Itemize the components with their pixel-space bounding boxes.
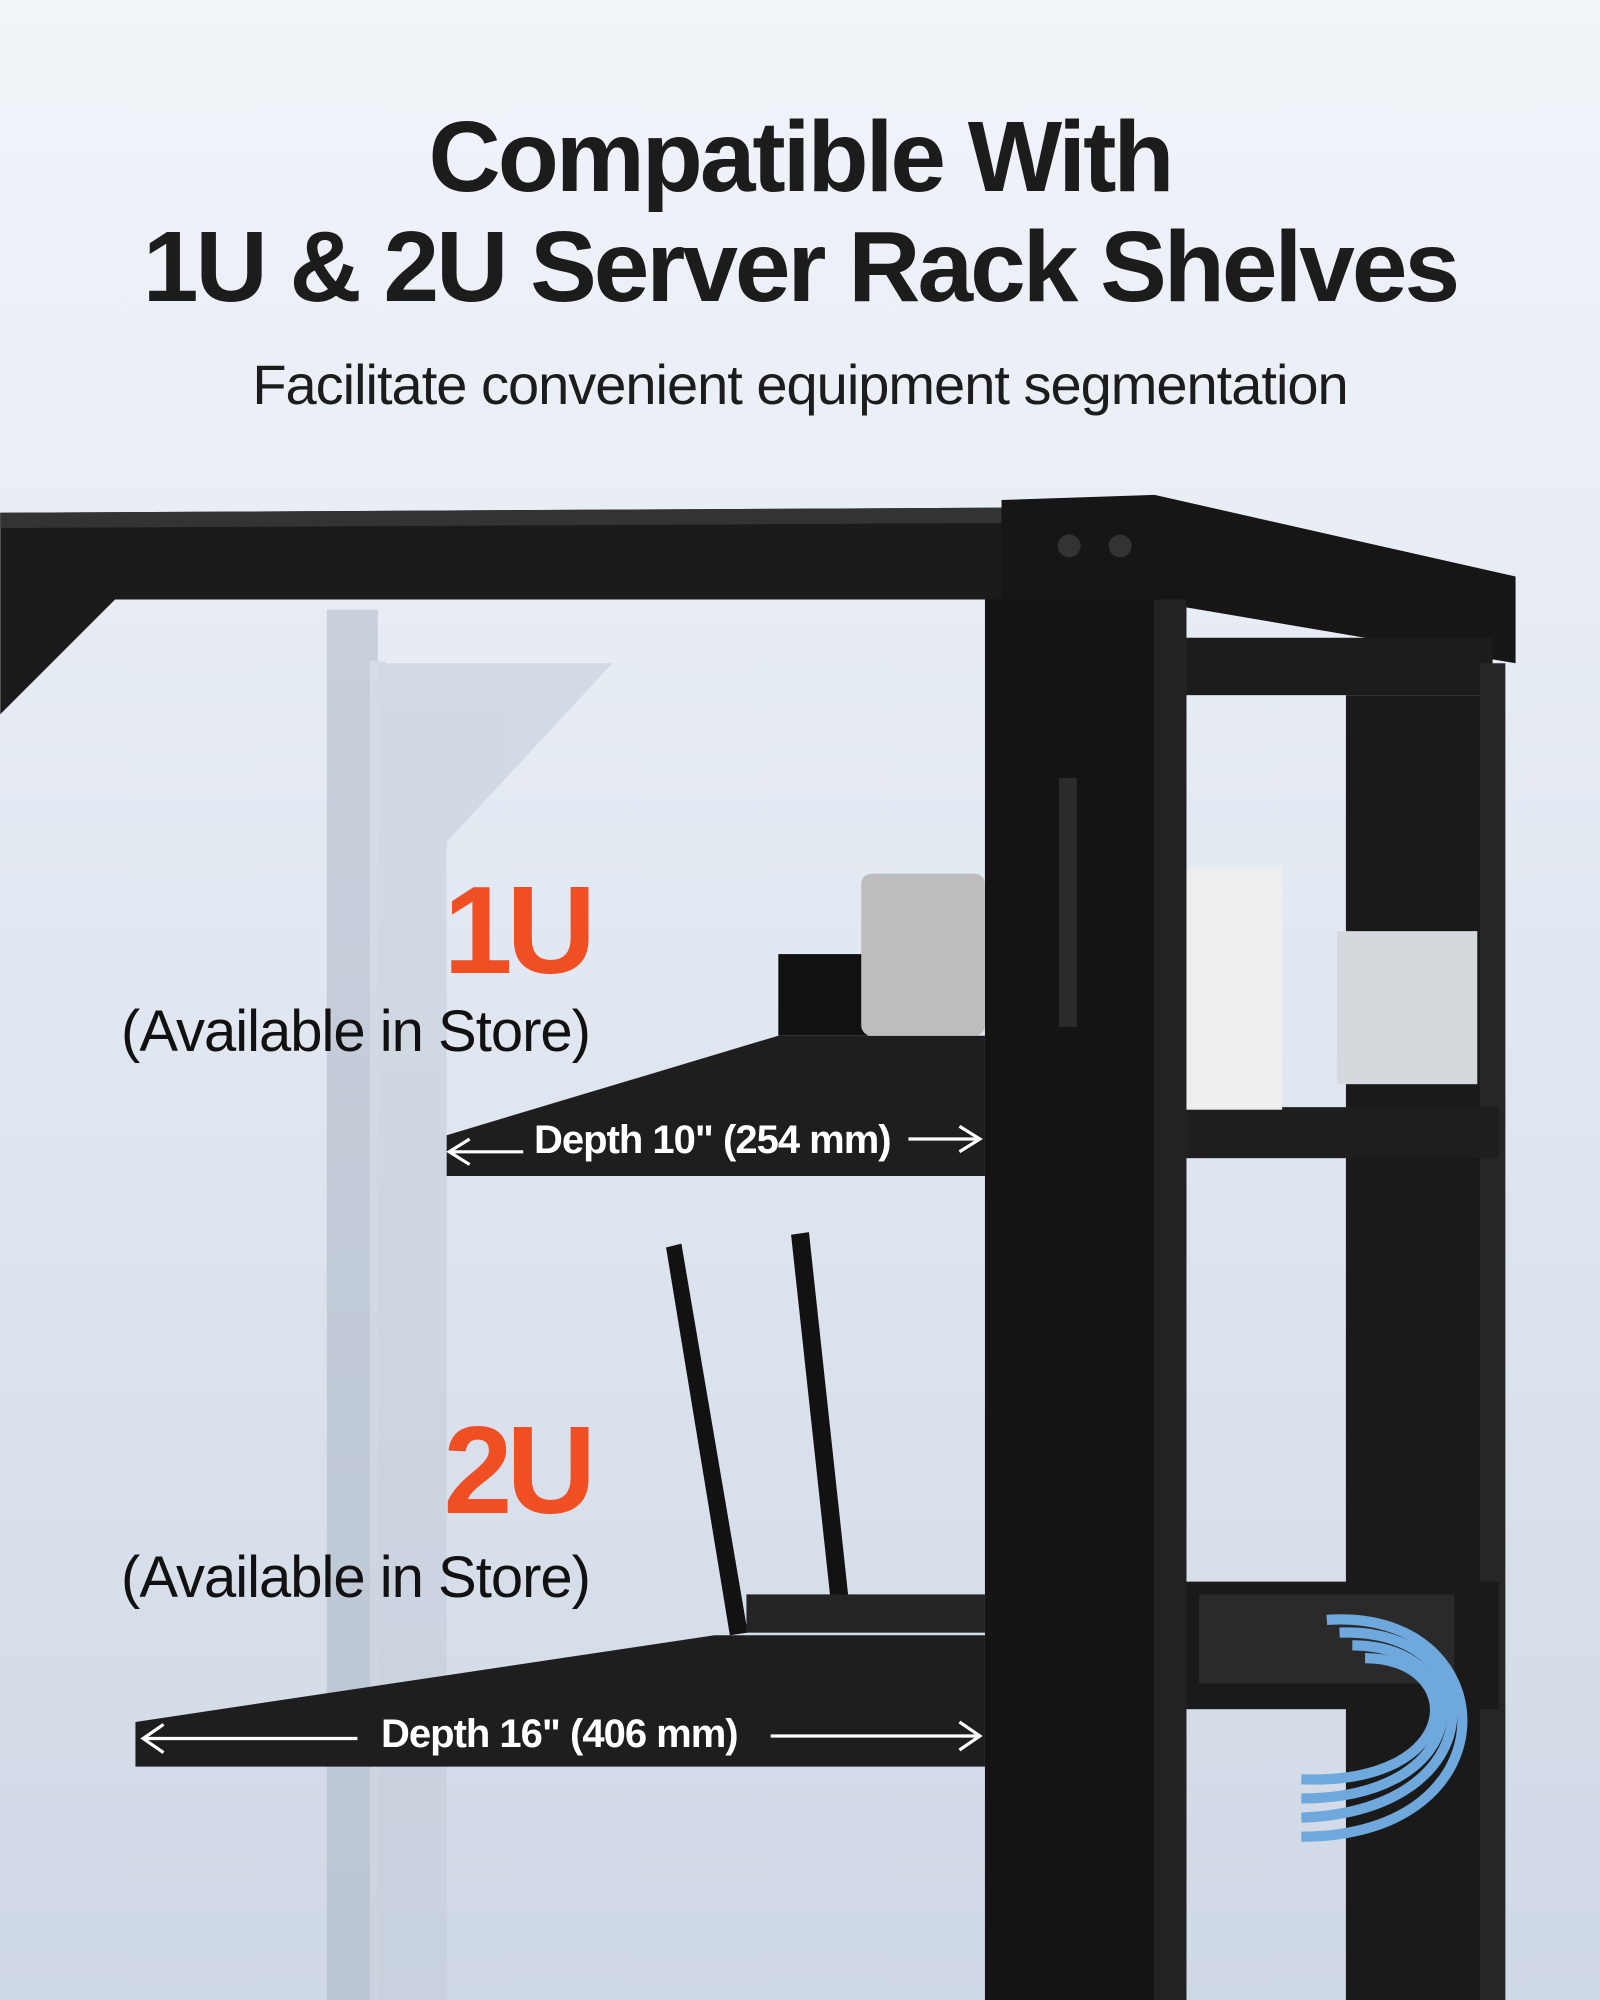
shelf-1u-depth: Depth 10" (254 mm) [534,1118,892,1162]
shelf-2u-label: 2U [443,1402,596,1540]
shelf-1u-label: 1U [443,862,596,1000]
shelf-2u-availability: (Available in Store) [121,1545,591,1610]
rack-top-corner [1001,494,1516,664]
rack-top-beam [0,507,1008,715]
depth-arrow-1u [446,1124,983,1166]
router [666,1232,985,1636]
shelf-1u-availability: (Available in Store) [121,999,591,1064]
shelf-2u [135,1635,985,1767]
depth-arrow-2u [140,1720,983,1754]
subtitle: Facilitate convenient equipment segmenta… [252,353,1348,416]
shelf-1u [446,1035,985,1177]
title-line-1: Compatible With [428,101,1175,213]
network-cables [1301,1614,1468,1842]
title-line-2: 1U & 2U Server Rack Shelves [142,211,1460,323]
shelf-2u-depth: Depth 16" (406 mm) [381,1712,739,1756]
rack-back-frame [326,609,613,2000]
